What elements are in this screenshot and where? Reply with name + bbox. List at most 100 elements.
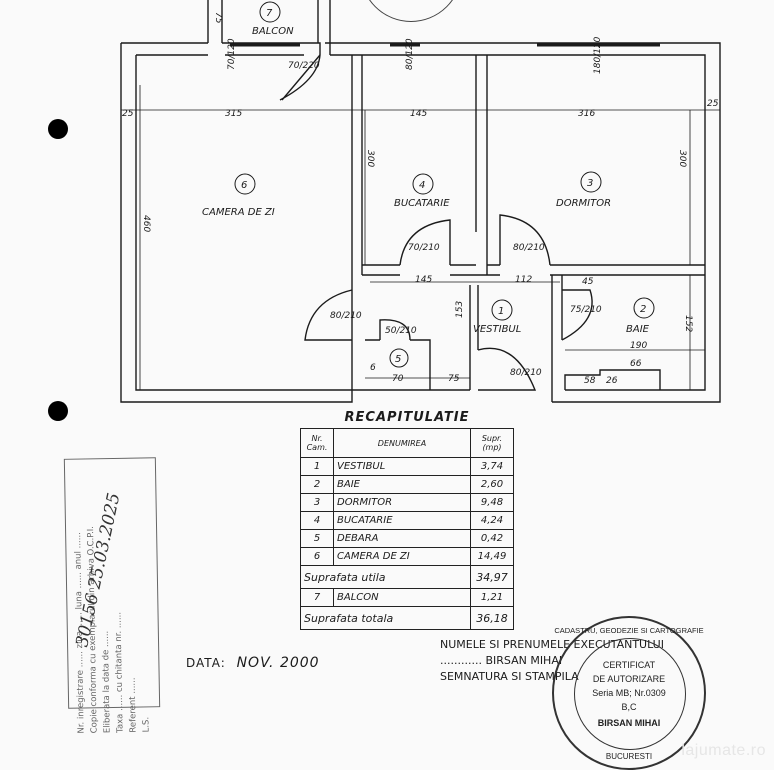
window-dormitor: 180/120 [593, 36, 603, 74]
dim-152: 152 [683, 315, 693, 332]
stamp-name: BIRSAN MIHAI [597, 718, 661, 728]
dim-316: 316 [578, 109, 595, 119]
dim-25-left: 25 [122, 109, 134, 119]
dim-75: 75 [448, 374, 460, 384]
row-name: BUCATARIE [333, 511, 471, 530]
row-area: 2,60 [470, 475, 514, 494]
table-row: 6 CAMERA DE ZI 14,49 [300, 547, 514, 566]
dim-300-right: 300 [677, 150, 687, 167]
row-area: 14,49 [470, 547, 514, 566]
room-2-number: 2 [640, 304, 646, 315]
date-line: DATA: NOV. 2000 [186, 655, 320, 671]
total-value: 36,18 [470, 606, 514, 630]
table-row: 3 DORMITOR 9,48 [300, 493, 514, 512]
dim-75-top: 75 [213, 12, 223, 24]
dim-153: 153 [455, 301, 465, 318]
row-nr: 2 [300, 475, 334, 494]
room-5-circle [389, 348, 409, 368]
window-bucatarie: 80/120 [405, 38, 415, 70]
room-2-circle [633, 297, 655, 319]
row-nr: 6 [300, 547, 334, 566]
window-camera: 70/120 [227, 38, 237, 70]
room-1-circle [491, 299, 513, 321]
row-area: 9,48 [470, 493, 514, 512]
door-debara: 50/210 [385, 326, 417, 336]
util-value: 34,97 [470, 565, 514, 589]
row-nr: 1 [300, 457, 334, 476]
room-4-label: BUCATARIE [394, 198, 450, 209]
room-2-label: BAIE [626, 324, 650, 335]
date-value: NOV. 2000 [236, 655, 320, 671]
col-area-header: Supr. (mp) [470, 428, 514, 458]
stamp-certificat: CERTIFICAT [602, 660, 656, 670]
dim-190: 190 [630, 341, 647, 351]
watermark: lajumate.ro [681, 742, 766, 759]
door-entry: 80/210 [510, 368, 542, 378]
room-6-circle [234, 173, 256, 195]
authorization-stamp-inner [574, 638, 686, 750]
balcon-name: BALCON [333, 588, 471, 607]
col-name-header: DENUMIREA [333, 428, 471, 458]
dim-460: 460 [141, 215, 151, 232]
door-balcon: 70/220 [288, 61, 320, 71]
dim-300-left: 300 [365, 150, 375, 167]
executant-line-3: SEMNATURA SI STAMPILA [440, 670, 579, 683]
room-1-number: 1 [498, 306, 504, 317]
room-5-number: 5 [395, 354, 401, 365]
dim-58: 58 [584, 376, 596, 386]
balcon-nr: 7 [300, 588, 334, 607]
util-label: Suprafata utila [300, 565, 471, 589]
dim-145-b: 145 [415, 275, 432, 285]
row-name: DORMITOR [333, 493, 471, 512]
door-bucatarie: 70/210 [408, 243, 440, 253]
door-dormitor: 80/210 [513, 243, 545, 253]
recap-title: RECAPITULATIE [344, 410, 470, 425]
recap-section: RECAPITULATIE Nr. Cam. DENUMIREA Supr. (… [300, 410, 514, 630]
room-6-number: 6 [241, 180, 247, 191]
total-row: Suprafata totala 36,18 [300, 606, 514, 630]
room-4-circle [412, 173, 434, 195]
dim-45: 45 [582, 277, 594, 287]
room-6-label: CAMERA DE ZI [202, 207, 275, 218]
row-nr: 3 [300, 493, 334, 512]
room-3-label: DORMITOR [556, 198, 611, 209]
dim-112: 112 [515, 275, 532, 285]
table-row: 5 DEBARA 0,42 [300, 529, 514, 548]
recap-header-row: Nr. Cam. DENUMIREA Supr. (mp) [300, 428, 514, 458]
executant-line-2: ............ BIRSAN MIHAI [440, 654, 563, 667]
dim-315: 315 [225, 109, 242, 119]
stamp-city: BUCURESTI [605, 752, 653, 761]
row-name: BAIE [333, 475, 471, 494]
room-7-number: 7 [266, 8, 273, 19]
dim-26: 26 [606, 376, 618, 386]
row-area: 0,42 [470, 529, 514, 548]
room-7-circle [259, 1, 281, 23]
room-7-label: BALCON [252, 26, 294, 37]
floor-plan: 315 145 316 25 25 460 300 300 153 152 14… [120, 0, 721, 403]
table-row: 4 BUCATARIE 4,24 [300, 511, 514, 530]
col-nr-header: Nr. Cam. [300, 428, 334, 458]
row-area: 3,74 [470, 457, 514, 476]
stamp-seria: Seria MB; Nr.0309 [592, 688, 666, 698]
total-label: Suprafata totala [300, 606, 471, 630]
table-row: 2 BAIE 2,60 [300, 475, 514, 494]
row-nr: 5 [300, 529, 334, 548]
room-3-circle [580, 171, 602, 193]
dim-6: 6 [370, 363, 376, 373]
room-4-number: 4 [419, 180, 425, 191]
date-label: DATA: [186, 656, 226, 670]
stamp-autorizare: DE AUTORIZARE [592, 674, 666, 684]
binder-hole-bottom [48, 401, 68, 421]
room-3-number: 3 [587, 178, 593, 189]
stamp-class: B,C [621, 702, 637, 712]
door-baie: 75/210 [570, 305, 602, 315]
row-nr: 4 [300, 511, 334, 530]
binder-hole-top [48, 119, 68, 139]
balcon-row: 7 BALCON 1,21 [300, 588, 514, 607]
util-row: Suprafata utila 34,97 [300, 565, 514, 589]
dim-145: 145 [410, 109, 427, 119]
recap-table: Nr. Cam. DENUMIREA Supr. (mp) 1 VESTIBUL… [300, 428, 514, 630]
row-name: CAMERA DE ZI [333, 547, 471, 566]
balcon-value: 1,21 [470, 588, 514, 607]
row-name: VESTIBUL [333, 457, 471, 476]
